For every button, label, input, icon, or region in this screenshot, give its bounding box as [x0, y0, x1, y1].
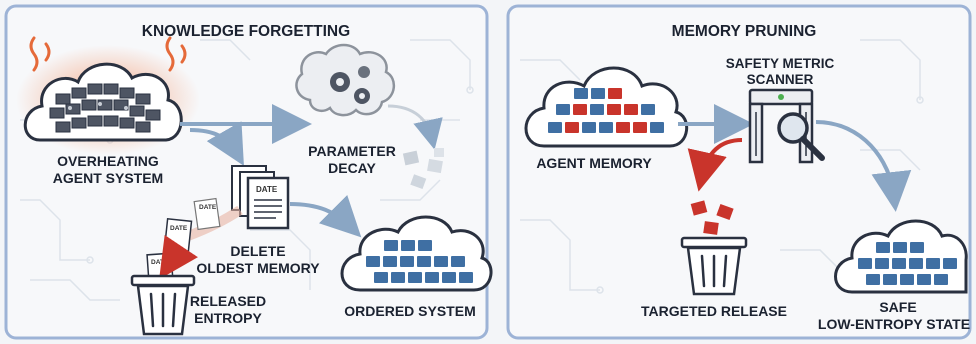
left-panel-title: KNOWLEDGE FORGETTING: [142, 23, 350, 40]
delete-oldest-label-line2: OLDEST MEMORY: [196, 260, 320, 276]
left-panel: KNOWLEDGE FORGETTING: [4, 4, 493, 340]
arrow-to-ordered-system: [289, 194, 362, 238]
delete-oldest-label-line1: DELETE: [230, 243, 285, 259]
released-red-blocks: [690, 200, 734, 235]
right-panel-title: MEMORY PRUNING: [672, 23, 817, 40]
arrow-to-safe-state: [815, 120, 912, 212]
brain-gears-icon: [295, 43, 395, 117]
decay-fragments: [387, 104, 444, 190]
document-stack-icon: DATE: [231, 165, 290, 230]
right-panel: MEMORY PRUNING: [506, 4, 972, 340]
scanner-label-line2: SCANNER: [747, 72, 814, 87]
overheating-label-line1: OVERHEATING: [57, 153, 159, 169]
released-entropy-label-line1: RELEASED: [190, 293, 266, 309]
overheating-cloud-icon: [16, 36, 200, 155]
safe-cloud-icon: [834, 219, 968, 294]
overheating-label-line2: AGENT SYSTEM: [53, 170, 163, 186]
agent-memory-label: AGENT MEMORY: [536, 155, 652, 171]
doc-date-text: DATE: [256, 185, 278, 194]
trash-can-icon: [130, 274, 196, 336]
targeted-release-label: TARGETED RELEASE: [641, 303, 787, 319]
scanner-gate-icon: [748, 88, 825, 164]
trash-can-icon: [680, 236, 748, 296]
falling-doc-text-3: DATE: [151, 259, 169, 266]
safe-state-label-line1: SAFE: [879, 299, 916, 315]
arrow-to-documents: [189, 121, 244, 166]
released-entropy-label-line2: ENTROPY: [194, 310, 262, 326]
safe-state-label-line2: LOW-ENTROPY STATE: [818, 316, 970, 332]
falling-doc-text-1: DATE: [199, 204, 217, 211]
parameter-decay-label-line2: DECAY: [328, 160, 376, 176]
ordered-cloud-icon: [340, 215, 493, 292]
circuit-background-right: [520, 39, 924, 294]
memory-cloud-icon: [524, 66, 689, 148]
ordered-system-label: ORDERED SYSTEM: [344, 303, 475, 319]
scanner-label-line1: SAFETY METRIC: [726, 56, 835, 71]
arrow-to-targeted-release: [687, 138, 743, 192]
parameter-decay-label-line1: PARAMETER: [308, 143, 396, 159]
falling-doc-text-2: DATE: [170, 225, 188, 232]
